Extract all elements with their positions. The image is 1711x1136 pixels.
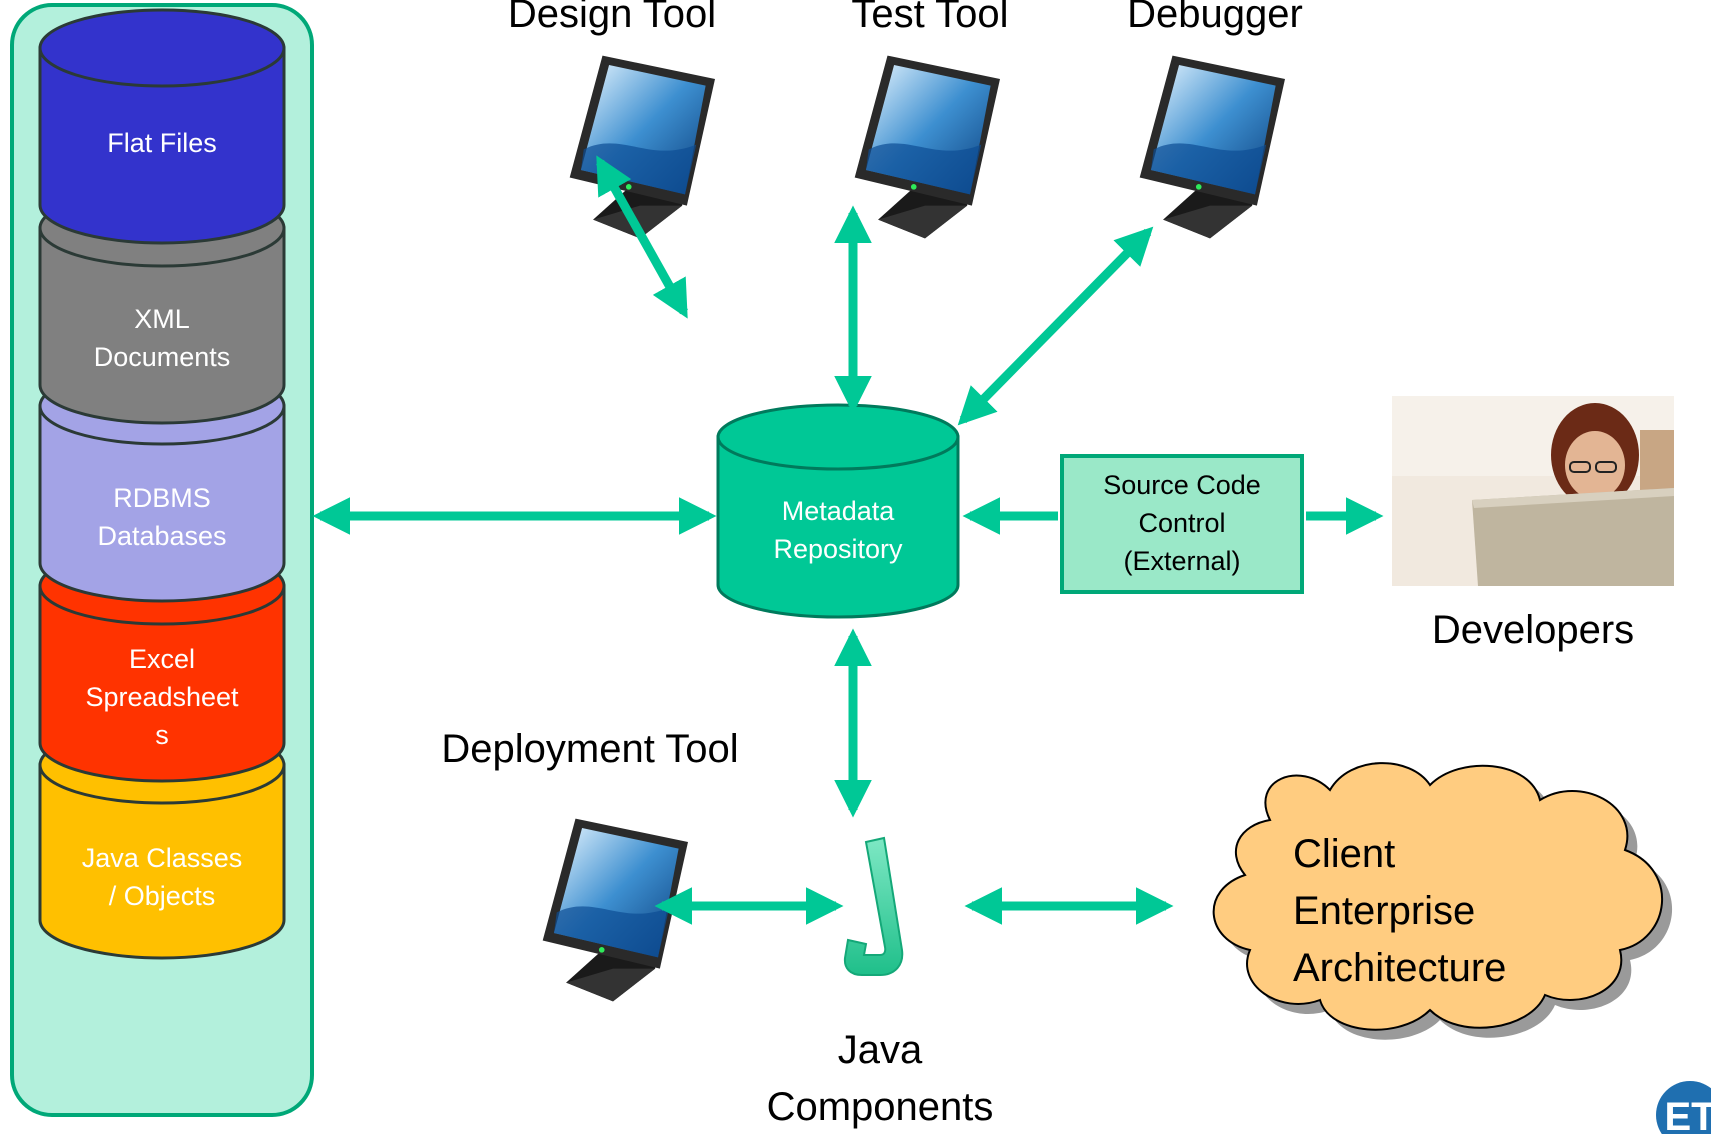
java-logo [843, 836, 904, 976]
debugger-monitor [1139, 55, 1285, 239]
arrow-design-tool [596, 155, 688, 319]
developers-label: Developers [1431, 608, 1635, 652]
client-cloud [1212, 762, 1673, 1040]
storage-stack [38, 8, 286, 960]
source-code-control-box [1060, 454, 1304, 594]
metadata-repository-label: Metadata Repository [773, 496, 903, 564]
design-tool-label: Design Tool [507, 0, 717, 36]
developers-photo [1392, 396, 1674, 586]
excel-spreadsheets-label: Excel Spreadsheet s [85, 644, 239, 750]
flat-files-cylinder [38, 8, 286, 245]
test-tool-monitor [854, 55, 1000, 239]
et-logo: ET [1656, 1081, 1711, 1134]
xml-documents-label: XML Documents [93, 304, 231, 372]
debugger-label: Debugger [1127, 0, 1303, 36]
source-code-control-label: Source Code Control (External) [1103, 470, 1261, 576]
connection-arrows [312, 155, 1384, 925]
test-tool-label: Test Tool [851, 0, 1009, 36]
et-logo-text: ET [1664, 1095, 1711, 1134]
client-architecture-label: Client Enterprise Architecture [1293, 832, 1507, 990]
java-classes-label: Java Classes / Objects [81, 843, 243, 911]
design-tool-monitor [569, 55, 715, 239]
arrow-debugger [957, 226, 1154, 426]
java-components-label: Java Components [766, 1028, 994, 1129]
metadata-repository [716, 403, 960, 619]
flat-files-label: Flat Files [107, 128, 217, 158]
deployment-tool-label: Deployment Tool [441, 727, 739, 771]
rdbms-databases-label: RDBMS Databases [97, 483, 227, 551]
